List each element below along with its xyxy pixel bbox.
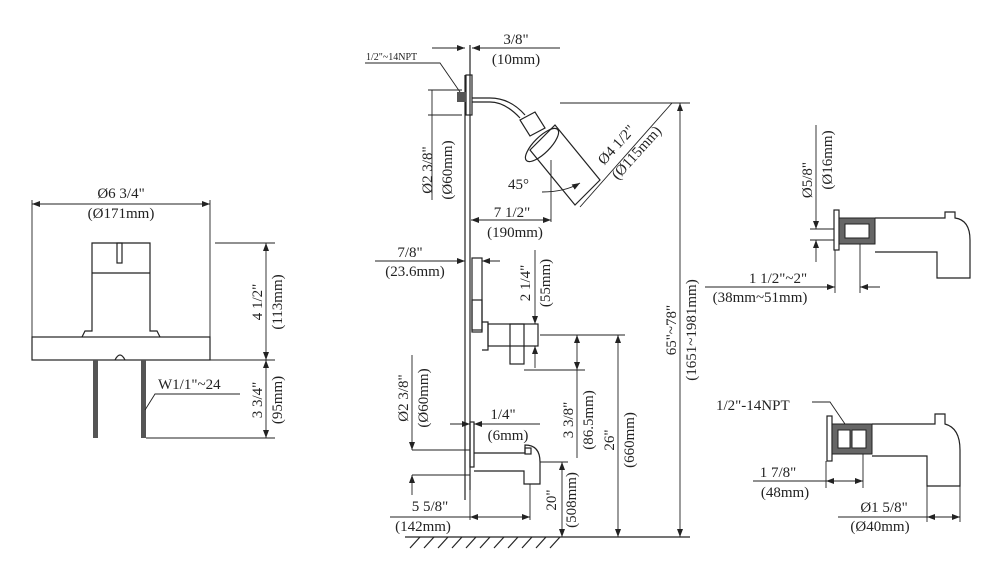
shower-side-view: 3/8" (10mm) 1/2"~14NPT Ø2 3/8" (Ø60mm) Ø…: [365, 32, 700, 549]
spout-flange-diameter-in: Ø2 3/8": [396, 374, 412, 421]
handle-to-spout-in: 3 3/8": [561, 402, 577, 439]
head-angle-label: 45°: [508, 177, 529, 193]
screw-length-mm: (95mm): [270, 376, 286, 424]
shower-flange-diameter-mm: (Ø60mm): [440, 140, 456, 199]
trim-offset-mm: (23.6mm): [385, 264, 445, 280]
flange-thickness-in: 3/8": [503, 32, 528, 48]
screw-length-in: 3 3/4": [250, 382, 266, 419]
mounting-screw: [93, 360, 146, 438]
arm-reach-in: 7 1/2": [494, 205, 531, 221]
handle-height-side-mm: (55mm): [538, 259, 554, 307]
valve-height-in: 26": [602, 429, 618, 450]
trim-plate: [31, 336, 211, 361]
spout-threaded-view: 1/2"-14NPT 1 7/8" (48mm) Ø1 5/8" (Ø40mm): [716, 398, 961, 535]
spout-slip-fit-view: Ø5/8" (Ø16mm) 1 1/2"~2" (38mm~51mm): [705, 125, 971, 306]
outlet-diameter-mm: (Ø40mm): [850, 519, 909, 535]
slip-fit-spout: [875, 211, 971, 279]
pipe-diameter-mm: (Ø16mm): [820, 130, 836, 189]
handle-height-in: 4 1/2": [250, 284, 266, 321]
thread-depth-in: 1 7/8": [760, 465, 797, 481]
tub-spout-side: [474, 444, 541, 485]
spout-reach-in: 5 5/8": [412, 499, 449, 515]
spout-height-mm: (508mm): [564, 472, 580, 528]
plate-diameter-mm: (Ø171mm): [88, 206, 155, 222]
spout-flange-diameter-mm: (Ø60mm): [416, 368, 432, 427]
spout-flange-thickness-mm: (6mm): [488, 428, 529, 444]
shower-flange-diameter-in: Ø2 3/8": [420, 146, 436, 193]
insertion-depth-in: 1 1/2"~2": [749, 271, 807, 287]
handle-body: [81, 242, 161, 338]
flange-thickness-mm: (10mm): [492, 52, 540, 68]
spout-reach-mm: (142mm): [395, 519, 451, 535]
floor-hatch: [409, 536, 561, 549]
plate-diameter-in: Ø6 3/4": [97, 186, 144, 202]
shower-height-in: 65"~78": [664, 305, 680, 355]
valve-handle-side: [487, 323, 539, 347]
trim-offset-in: 7/8": [397, 245, 422, 261]
handle-height-mm: (113mm): [270, 274, 286, 329]
handle-to-spout-mm: (86.5mm): [581, 390, 597, 450]
valve-height-mm: (660mm): [622, 412, 638, 468]
threaded-spout: [872, 413, 961, 487]
arm-thread-label: 1/2"~14NPT: [366, 52, 417, 63]
arm-reach-mm: (190mm): [487, 225, 543, 241]
spout-height-in: 20": [544, 489, 560, 510]
shower-head: [519, 111, 601, 206]
outlet-diameter-in: Ø1 5/8": [860, 500, 907, 516]
shower-height-mm: (1651~1981mm): [684, 279, 700, 380]
thread-depth-mm: (48mm): [761, 485, 809, 501]
handle-height-side-in: 2 1/4": [518, 265, 534, 302]
screw-thread-label: W1/1"~24: [158, 377, 221, 393]
thread-label: 1/2"-14NPT: [716, 398, 790, 414]
insertion-depth-mm: (38mm~51mm): [713, 290, 808, 306]
pipe-diameter-in: Ø5/8": [800, 162, 816, 198]
valve-trim-view: Ø6 3/4" (Ø171mm) 4 1/2" (113mm) 3 3/4" (…: [31, 186, 286, 439]
spout-flange-thickness-in: 1/4": [490, 407, 515, 423]
